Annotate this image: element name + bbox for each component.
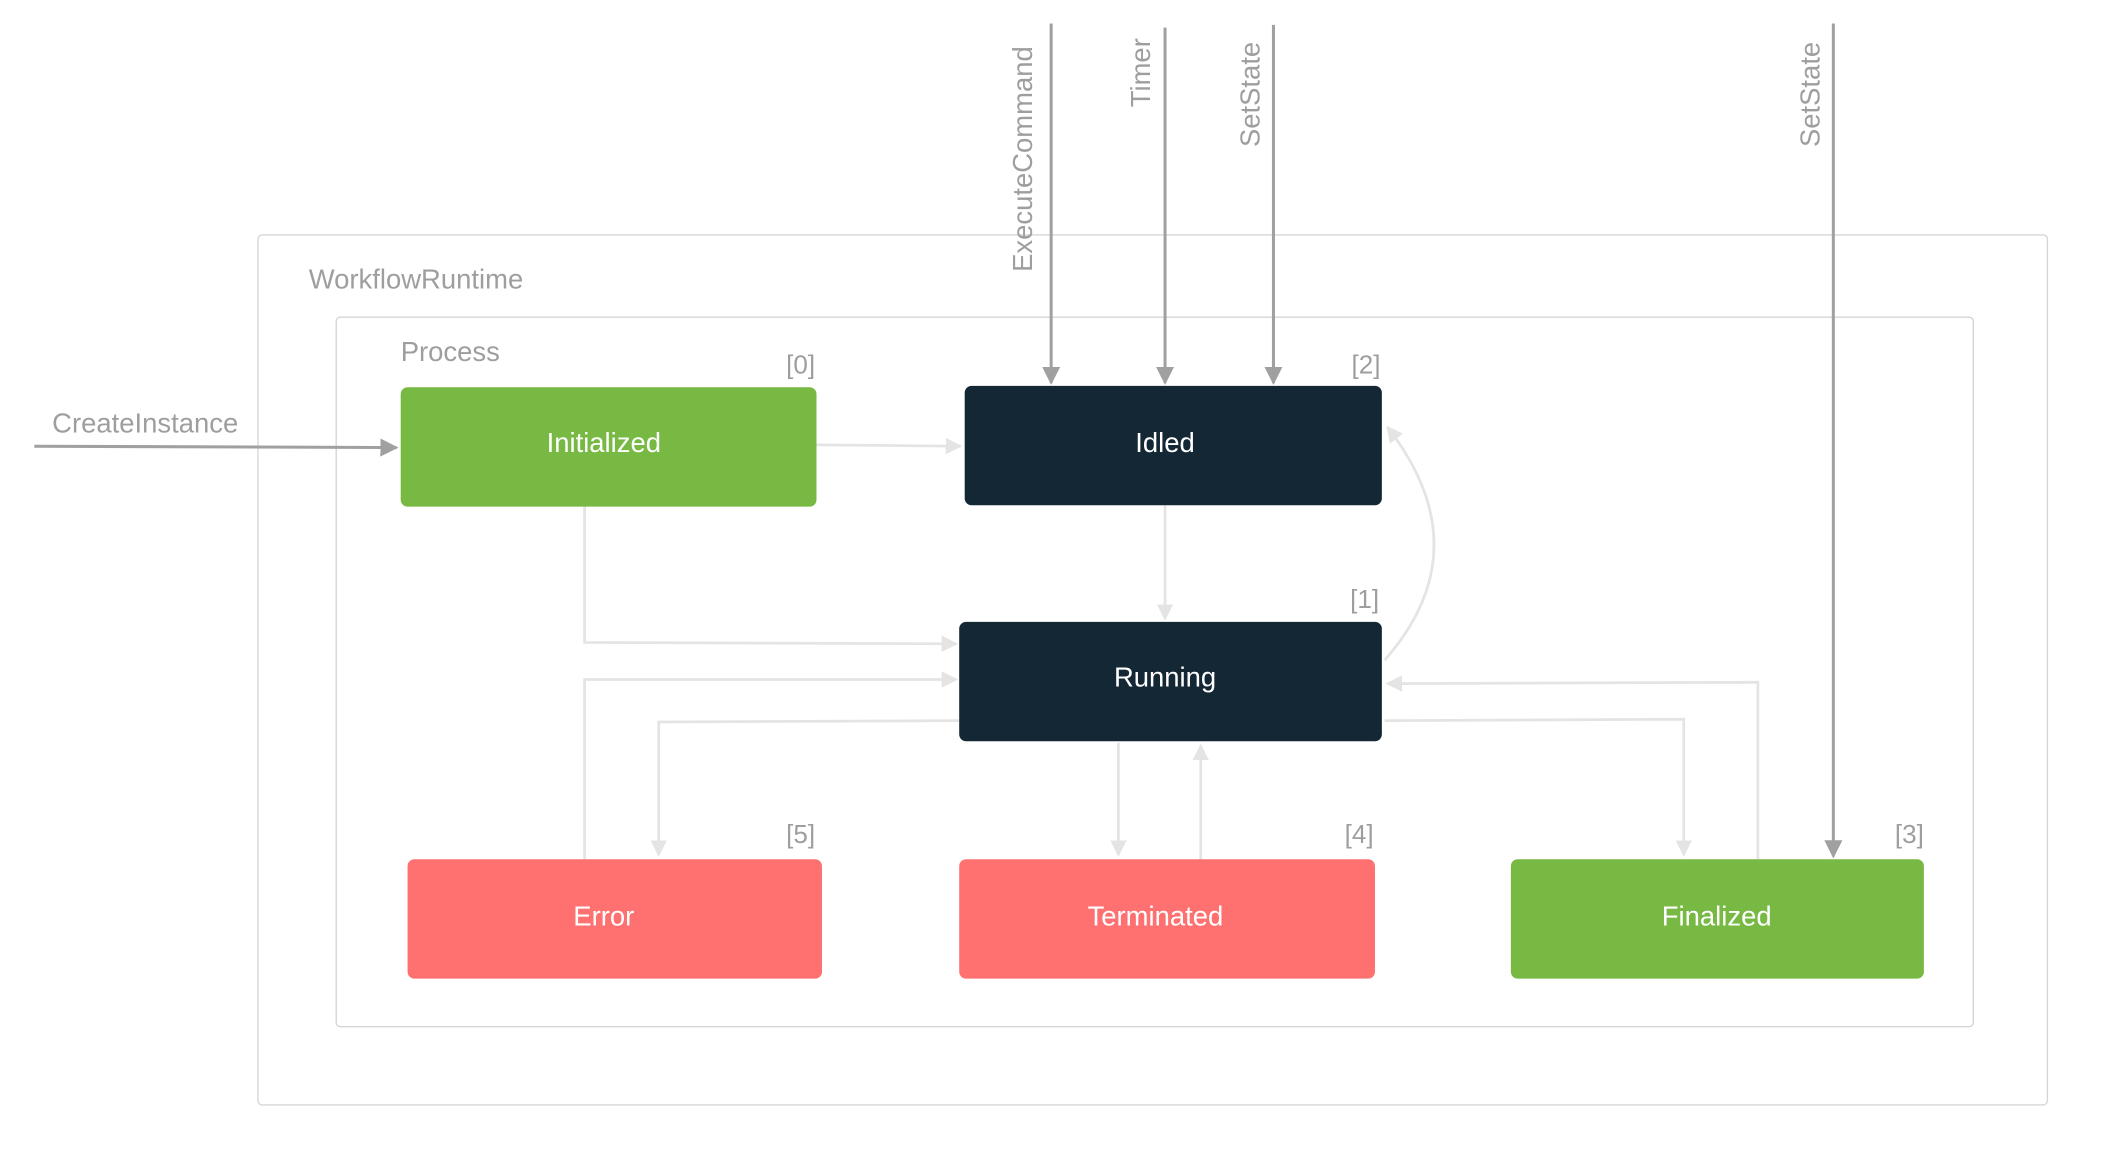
create-instance-arrow [34,438,399,457]
state-initialized[interactable]: Initialized [0] [400,349,817,507]
state-terminated[interactable]: Terminated [4] [959,819,1376,979]
state-initialized-box[interactable] [400,387,817,507]
state-idled-box[interactable] [964,385,1382,506]
workflow-runtime-label: WorkflowRuntime [309,263,523,294]
transition-initialized-idled [816,437,963,455]
state-running[interactable]: Running [1] [959,584,1382,742]
workflow-runtime-container [257,234,2049,1106]
set-state-idled-label: SetState [1235,42,1266,147]
state-error[interactable]: Error [5] [407,819,822,979]
transition-initialized-running [583,505,959,652]
state-terminated-box[interactable] [959,859,1376,979]
state-initialized-label: Initialized [547,427,661,458]
state-terminated-label: Terminated [1088,901,1224,932]
state-error-box[interactable] [407,859,822,979]
state-terminated-index: [4] [1345,819,1374,849]
state-error-index: [5] [786,819,815,849]
state-idled-label: Idled [1135,427,1195,458]
set-state-finalized-label: SetState [1795,42,1826,147]
process-label: Process [401,336,500,367]
timer-label: Timer [1125,38,1156,107]
state-finalized[interactable]: Finalized [3] [1510,819,1924,979]
state-idled[interactable]: Idled [2] [964,349,1382,506]
transition-running-idled [1383,425,1436,662]
state-running-index: [1] [1350,584,1379,614]
execute-command-label: ExecuteCommand [1007,46,1038,272]
state-initialized-index: [0] [786,349,815,379]
state-finalized-box[interactable] [1510,859,1924,979]
process-container [335,316,1974,1028]
state-running-label: Running [1114,662,1216,693]
state-idled-index: [2] [1352,349,1381,379]
create-instance-label: CreateInstance [52,407,238,438]
transitions [583,425,1760,860]
transition-running-finalized [1384,717,1692,857]
transition-finalized-running [1385,675,1760,860]
state-error-label: Error [573,901,634,932]
state-finalized-label: Finalized [1662,901,1772,932]
external-events: CreateInstance ExecuteCommand Timer SetS… [34,23,1843,859]
transition-running-error [650,719,960,857]
state-finalized-index: [3] [1895,819,1924,849]
transition-error-running [583,671,959,860]
state-running-box[interactable] [959,621,1382,742]
